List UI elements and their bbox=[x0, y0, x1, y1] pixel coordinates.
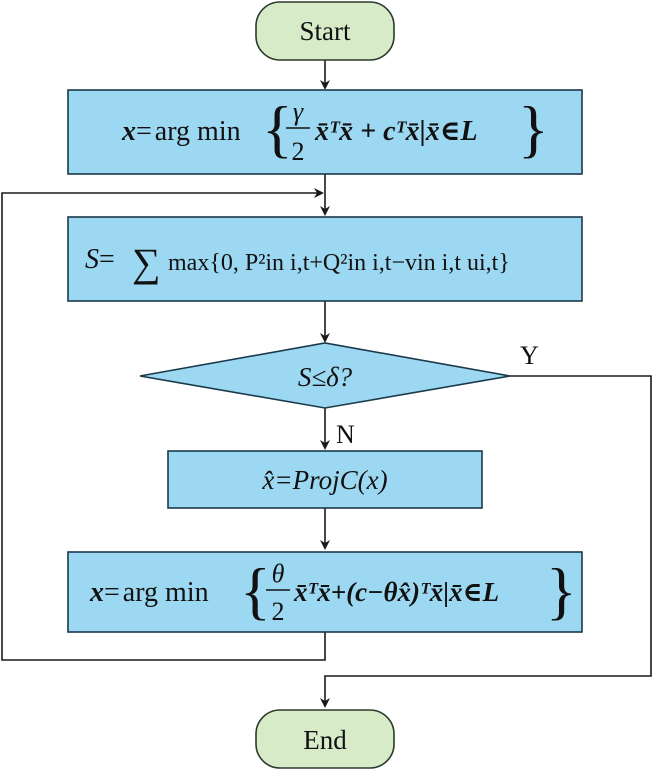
projection-step-box: x̂=ProjC(x) bbox=[167, 450, 483, 509]
end-label: End bbox=[303, 725, 347, 755]
init-step-box: x=arg min { γ 2 x̄ᵀx̄ + cᵀx̄|x̄∈L } bbox=[67, 89, 583, 175]
convergence-decision: S≤δ? bbox=[139, 342, 511, 409]
no-label: N bbox=[336, 420, 355, 449]
loop-back-arrow bbox=[1, 188, 326, 661]
connectors bbox=[1, 60, 652, 708]
update-step-box: x=arg min { θ 2 x̄ᵀx̄+(c−θx̂)ᵀx̄|x̄∈L } bbox=[67, 551, 583, 633]
yes-label: Y bbox=[520, 341, 539, 370]
sum-symbol: ∑ bbox=[132, 240, 161, 285]
update-right-brace: } bbox=[546, 555, 577, 626]
update-body: x̄ᵀx̄+(c−θx̂)ᵀx̄|x̄∈L bbox=[293, 577, 499, 607]
start-label: Start bbox=[300, 16, 351, 46]
init-right-brace: } bbox=[518, 93, 549, 164]
violation-formula: S= bbox=[85, 244, 115, 275]
init-step-formula: x=arg min bbox=[121, 116, 241, 147]
violation-step-box: S= ∑ max{0, P²in i,t+Q²in i,t−vin i,t ui… bbox=[67, 216, 583, 302]
arrow-decision-yes bbox=[320, 375, 652, 708]
init-body: x̄ᵀx̄ + cᵀx̄|x̄∈L bbox=[314, 116, 478, 147]
update-frac-den: 2 bbox=[272, 597, 285, 626]
end-node: End bbox=[255, 709, 395, 769]
projection-formula: x̂=ProjC(x) bbox=[261, 465, 387, 495]
update-step-formula: x=arg min bbox=[89, 577, 209, 608]
update-left-brace: { bbox=[240, 555, 271, 626]
start-node: Start bbox=[255, 1, 395, 61]
init-frac-den: 2 bbox=[292, 137, 305, 166]
update-frac-num: θ bbox=[272, 559, 285, 588]
init-frac-num: γ bbox=[293, 97, 304, 126]
decision-condition: S≤δ? bbox=[298, 362, 353, 392]
init-x-var: x bbox=[121, 116, 136, 147]
violation-body: max{0, P²in i,t+Q²in i,t−vin i,t ui,t} bbox=[168, 250, 510, 276]
